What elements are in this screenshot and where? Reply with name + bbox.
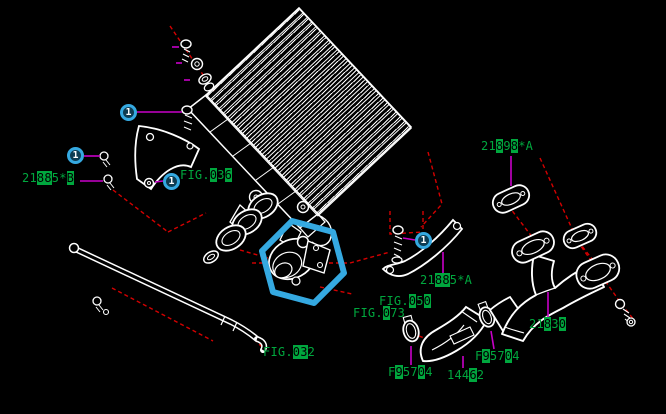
y-duct-21830 [491, 184, 636, 342]
highlight-hexagon[interactable] [259, 218, 347, 306]
part-label-21830[interactable]: 21830 [529, 317, 567, 331]
part-label-f95704-left[interactable]: F95704 [388, 365, 433, 379]
gasket-left [491, 184, 531, 214]
part-label-21898-a[interactable]: 21898*A [481, 139, 534, 153]
callout-circle-2[interactable]: 1 [67, 147, 84, 164]
part-label-fig-050[interactable]: FIG.050 [379, 294, 432, 308]
callout-circle-3[interactable]: 1 [163, 173, 180, 190]
callout-circle-1[interactable]: 1 [120, 104, 137, 121]
part-label-14462[interactable]: 14462 [447, 368, 485, 382]
hose-clamp-right [477, 300, 496, 328]
hose-clamp-left [402, 314, 420, 343]
elbow-hose-14462 [419, 305, 489, 363]
part-label-21885-b[interactable]: 21885*B [22, 171, 75, 185]
bracket-left [99, 105, 201, 191]
part-label-21885-a[interactable]: 21885*A [420, 273, 473, 287]
part-label-fig-073[interactable]: FIG.073 [353, 306, 406, 320]
top-bolt-and-washers [180, 39, 215, 92]
part-label-f95704-right[interactable]: F95704 [475, 349, 520, 363]
stay-rod [68, 242, 268, 353]
magenta-leader-lines [80, 46, 549, 368]
part-label-fig-036[interactable]: FIG.036 [180, 168, 233, 182]
highlighted-valve-part[interactable] [262, 231, 331, 287]
callout-circle-4[interactable]: 1 [415, 232, 432, 249]
bracket-bolt-with-spring [391, 225, 404, 264]
air-duct-bellows [203, 192, 279, 264]
bracket-right [381, 218, 464, 277]
gasket-right [562, 222, 598, 250]
part-label-fig-032[interactable]: FIG.032 [263, 345, 316, 359]
